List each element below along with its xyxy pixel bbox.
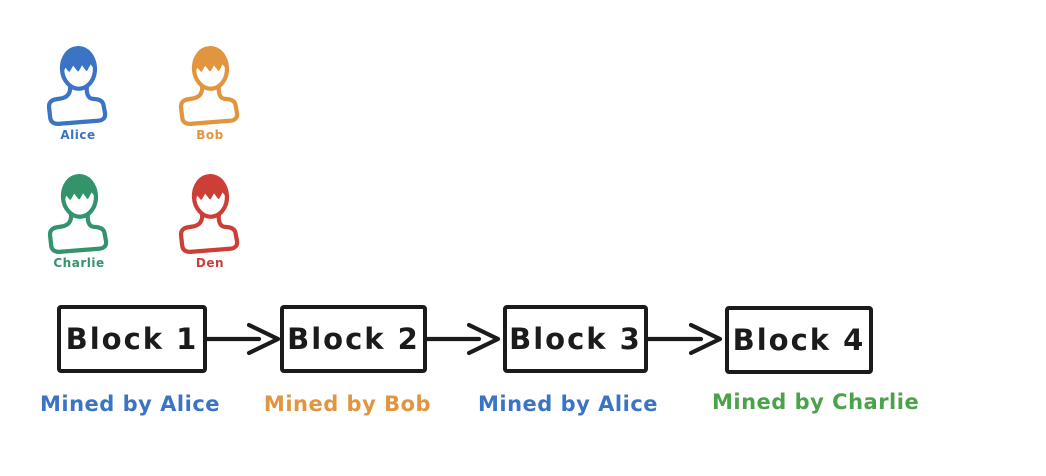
participant-name-label: Charlie [53, 256, 105, 270]
block-2: Block 2 [280, 305, 427, 373]
participant-den: Den [177, 171, 243, 270]
person-avatar-icon [46, 46, 108, 126]
miner-caption: Mined by Bob [263, 392, 432, 416]
block-label: Block 1 [65, 322, 199, 356]
miner-caption: Mined by Alice [478, 392, 659, 416]
participant-charlie: Charlie [46, 171, 112, 270]
participant-alice: Alice [45, 43, 111, 142]
arrow-icon [646, 322, 723, 356]
person-avatar-icon [178, 174, 240, 254]
block-label: Block 4 [732, 323, 866, 357]
block-label: Block 3 [509, 322, 642, 356]
participant-bob: Bob [177, 43, 243, 142]
participant-name-label: Den [195, 256, 225, 270]
miner-caption: Mined by Charlie [712, 390, 920, 414]
arrow-icon [204, 322, 281, 356]
participant-name-label: Bob [196, 128, 224, 142]
person-avatar-icon [47, 174, 109, 254]
participant-name-label: Alice [60, 128, 96, 142]
block-1: Block 1 [57, 305, 207, 373]
miner-caption: Mined by Alice [40, 392, 221, 416]
person-avatar-icon [178, 46, 240, 126]
block-4: Block 4 [725, 306, 873, 374]
block-3: Block 3 [503, 305, 648, 373]
block-label: Block 2 [287, 322, 420, 356]
arrow-icon [424, 322, 501, 356]
